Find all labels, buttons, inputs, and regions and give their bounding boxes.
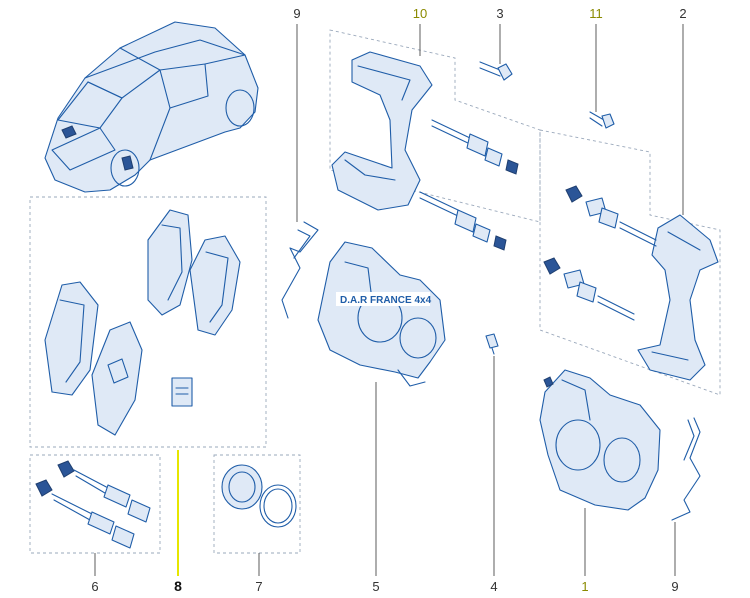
watermark-text: D.A.R FRANCE 4x4 (340, 295, 432, 306)
bleed-screw (485, 333, 499, 355)
callout-6[interactable]: 6 (91, 579, 98, 594)
anti-rattle-spring-upper (281, 221, 319, 319)
carrier-kit-box-right (539, 129, 721, 396)
callout-labels: 9 10 3 11 2 6 8 7 5 4 1 9 (91, 6, 686, 594)
callout-11[interactable]: 11 (589, 6, 603, 21)
callout-5[interactable]: 5 (372, 579, 379, 594)
callout-9-bottom[interactable]: 9 (671, 579, 678, 594)
callout-10[interactable]: 10 (413, 6, 427, 21)
bolt-3 (479, 61, 513, 81)
guide-pin-kit (35, 460, 151, 549)
anti-rattle-spring-lower (671, 417, 701, 521)
pad-kit-box (29, 196, 267, 448)
caliper-carrier-rear (637, 214, 719, 381)
carrier-pin-set-rear (543, 185, 657, 321)
seal-kit-box (213, 454, 301, 554)
piston-seal-kit (221, 464, 297, 528)
watermark-bg (336, 292, 430, 306)
caliper-carrier-front (331, 51, 433, 211)
callout-8[interactable]: 8 (174, 578, 182, 594)
callout-3[interactable]: 3 (496, 6, 503, 21)
brake-caliper-left (317, 241, 446, 387)
bolt-11 (589, 111, 615, 129)
brake-caliper-right (539, 369, 661, 511)
vehicle-illustration (44, 21, 259, 193)
brake-pad-set (44, 209, 241, 436)
callout-2[interactable]: 2 (679, 6, 686, 21)
carrier-pin-set-front (419, 119, 519, 251)
callout-7[interactable]: 7 (255, 579, 262, 594)
callout-4[interactable]: 4 (490, 579, 497, 594)
callout-9-top[interactable]: 9 (293, 6, 300, 21)
callout-1[interactable]: 1 (581, 579, 588, 594)
leader-lines (94, 24, 684, 576)
